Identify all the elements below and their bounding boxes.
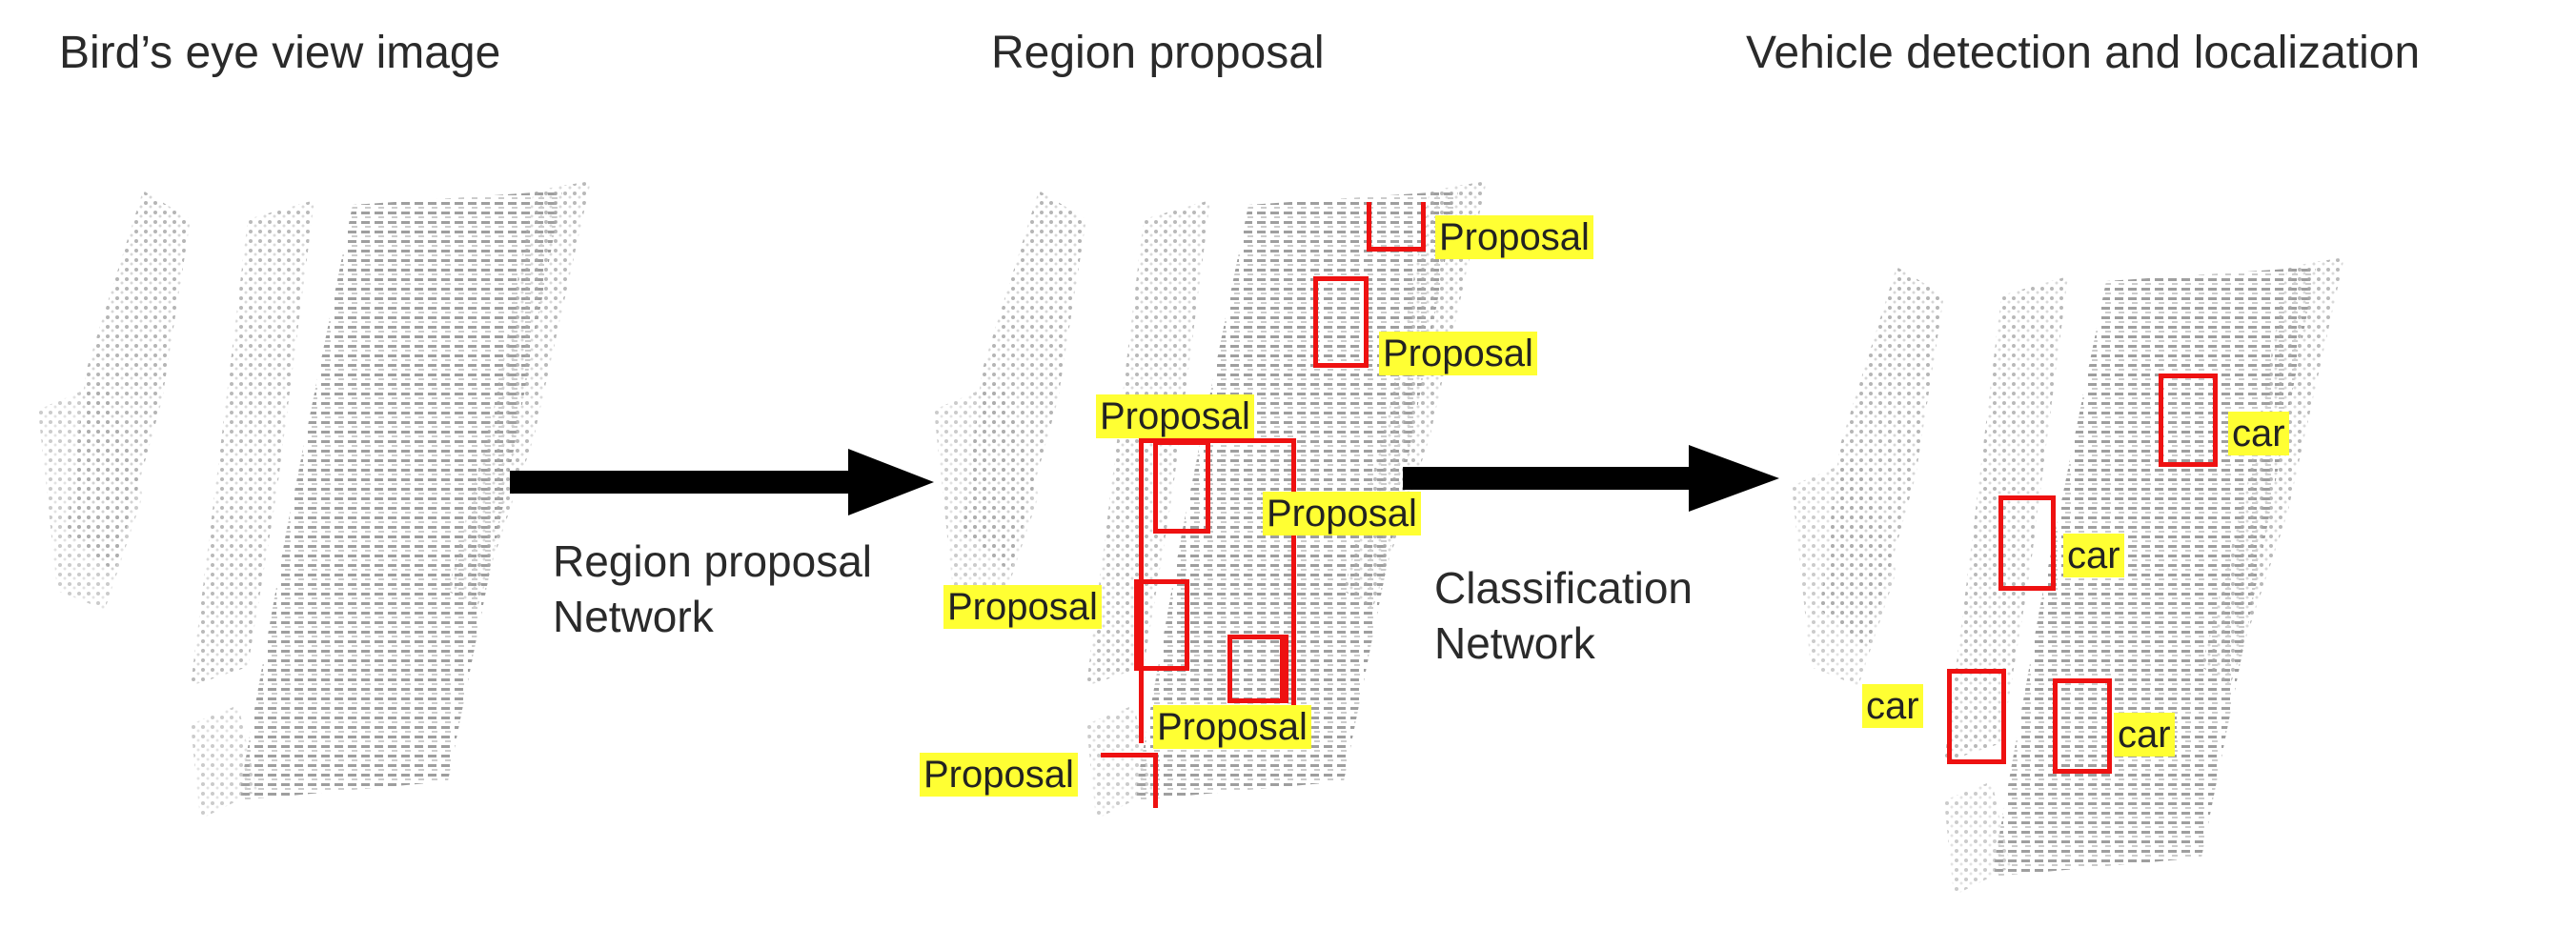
- classification-step-label: Classification Network: [1434, 560, 1693, 671]
- proposal-box: [1134, 579, 1189, 671]
- car-detection-box: [2159, 374, 2218, 467]
- cls-step-line-1: Classification: [1434, 563, 1693, 613]
- proposal-box: [1227, 635, 1288, 703]
- rpn-step-line-1: Region proposal: [553, 536, 873, 586]
- car-label: car: [2114, 713, 2175, 757]
- proposal-label: Proposal: [1096, 394, 1254, 438]
- rpn-step-label: Region proposal Network: [553, 534, 872, 644]
- proposal-box: [1101, 753, 1158, 808]
- car-label: car: [2228, 412, 2289, 455]
- car-detection-box: [1947, 669, 2006, 764]
- arrow-icon-classification: [1403, 445, 1779, 512]
- title-vehicle-detection: Vehicle detection and localization: [1746, 28, 2421, 78]
- proposal-label: Proposal: [1435, 215, 1593, 259]
- proposal-label: Proposal: [1153, 705, 1311, 749]
- arrow-icon-rpn: [510, 449, 934, 515]
- proposal-label: Proposal: [920, 753, 1078, 797]
- title-region-proposal: Region proposal: [991, 28, 1325, 78]
- bev-scene-1: [38, 181, 591, 819]
- car-detection-box: [2053, 678, 2112, 774]
- car-label: car: [2063, 534, 2124, 577]
- car-detection-box: [1998, 495, 2056, 591]
- car-label: car: [1862, 684, 1923, 728]
- proposal-box: [1313, 276, 1369, 368]
- rpn-step-line-2: Network: [553, 592, 714, 641]
- proposal-box: [1367, 202, 1426, 252]
- cls-step-line-2: Network: [1434, 618, 1595, 668]
- title-bev-image: Bird’s eye view image: [59, 28, 501, 78]
- proposal-label: Proposal: [943, 585, 1102, 629]
- proposal-label: Proposal: [1379, 332, 1537, 375]
- proposal-label: Proposal: [1263, 492, 1421, 535]
